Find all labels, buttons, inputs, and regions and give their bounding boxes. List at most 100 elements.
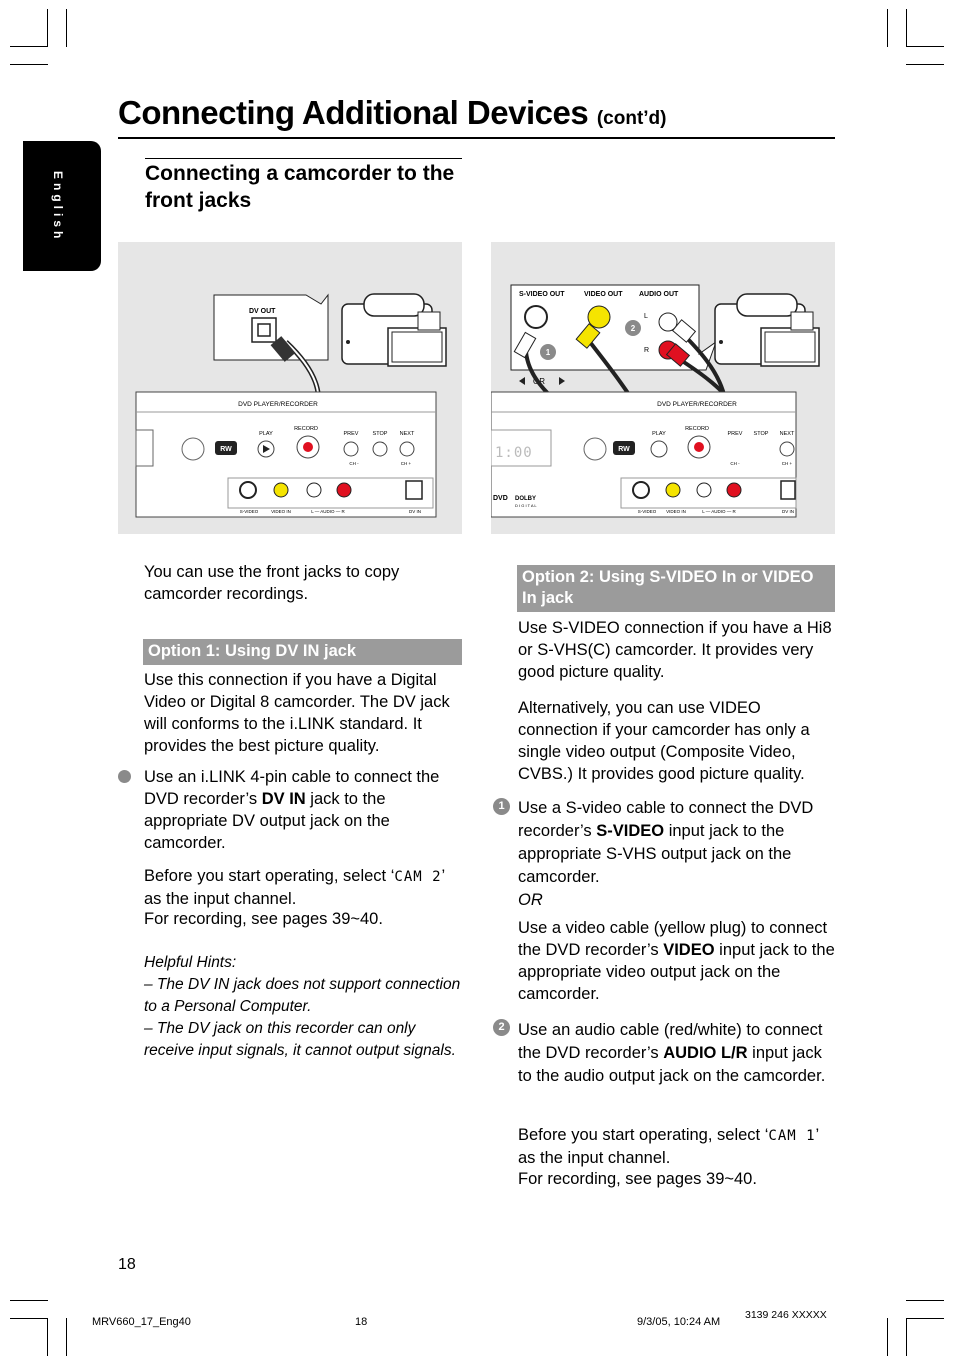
footer-code: 3139 246 XXXXX — [745, 1309, 827, 1321]
hints-title: Helpful Hints: — [144, 954, 237, 971]
section-title: Connecting a camcorder to the front jack… — [145, 162, 455, 212]
svideo-connection-illustration: S-VIDEO OUT VIDEO OUT AUDIO OUT L R 1 2 … — [490, 284, 820, 518]
option2-step2: Use an audio cable (red/white) to connec… — [518, 1019, 835, 1088]
dvd-logo: DVD — [493, 495, 508, 502]
crop-mark — [10, 1318, 48, 1319]
section-rule — [145, 158, 462, 159]
prev-label: PREV — [728, 431, 743, 437]
digital-label: D I G I T A L — [515, 503, 537, 508]
stop-label: STOP — [754, 431, 769, 437]
figure-dv-connection: DV OUT DVD PLAYER/RECORDER RW PLAY — [118, 242, 462, 534]
step-number-1: 1 — [493, 798, 510, 815]
step-text: Use an i.LINK 4-pin cable to connect the… — [144, 768, 440, 808]
option2-select-note: Before you start operating, select ‘CAM … — [518, 1124, 835, 1169]
page-title: Connecting Additional Devices (cont’d) — [118, 94, 667, 132]
channel-cam1: CAM 1 — [768, 1128, 816, 1144]
option1-body: Use this connection if you have a Digita… — [144, 671, 450, 755]
option1-banner: Option 1: Using DV IN jack — [143, 639, 462, 665]
dv-in-label: DV IN — [782, 509, 794, 514]
device-label: DVD PLAYER/RECORDER — [238, 401, 318, 408]
crop-mark — [47, 9, 48, 47]
crop-mark — [47, 1318, 48, 1356]
next-label: NEXT — [780, 431, 795, 437]
svideo-emphasis: S-VIDEO — [596, 822, 665, 840]
title-rule — [118, 137, 835, 139]
hint-item: – The DV jack on this recorder can only … — [144, 1020, 456, 1059]
crop-mark — [887, 9, 888, 47]
option1-select-note: Before you start operating, select ‘CAM … — [144, 865, 462, 910]
option2-p1: Use S-VIDEO connection if you have a Hi8… — [518, 619, 832, 681]
select-text: Before you start operating, select ‘ — [144, 867, 395, 885]
dvd-recorder-front-panel: DVD PLAYER/RECORDER RW PLAY RECORD PREV … — [135, 391, 437, 518]
dv-in-emphasis: DV IN — [261, 790, 306, 808]
step-text: input jack to the appropriate video outp… — [518, 941, 835, 1003]
language-tab: English — [23, 141, 101, 271]
next-label: NEXT — [400, 431, 415, 437]
play-label: PLAY — [652, 431, 666, 437]
crop-mark — [887, 1318, 888, 1356]
dv-out-label: DV OUT — [249, 308, 276, 315]
crop-mark — [10, 46, 48, 47]
audio-out-label: AUDIO OUT — [639, 291, 679, 298]
option1-recording-ref: For recording, see pages 39~40. — [144, 910, 383, 928]
svideo-out-label: S-VIDEO OUT — [519, 291, 565, 298]
crop-mark — [906, 1318, 907, 1356]
camcorder-icon — [714, 293, 820, 367]
crop-mark — [906, 9, 907, 47]
crop-mark — [66, 9, 67, 47]
rw-logo: RW — [618, 446, 630, 453]
svideo-label: S-VIDEO — [240, 509, 259, 514]
play-label: PLAY — [259, 431, 273, 437]
step2-marker: 2 — [631, 324, 636, 333]
crop-mark — [906, 64, 944, 65]
crop-mark — [906, 46, 944, 47]
video-in-label: VIDEO IN — [271, 509, 291, 514]
page-number: 18 — [118, 1256, 136, 1273]
display-segments: 1:00 — [495, 445, 533, 461]
dv-out-port — [251, 317, 277, 343]
dvd-recorder-front-panel: DVD PLAYER/RECORDER 1:00 RW PLAY RECORD … — [490, 391, 797, 518]
dv-in-label: DV IN — [409, 509, 421, 514]
option2-p2: Alternatively, you can use VIDEO connect… — [518, 699, 810, 783]
bullet-icon — [118, 770, 131, 783]
audio-lr-emphasis: AUDIO L/R — [663, 1044, 748, 1062]
title-text: Connecting Additional Devices — [118, 94, 589, 131]
select-text: ’ as the input channel. — [518, 1126, 819, 1167]
footer-page: 18 — [355, 1316, 368, 1328]
step-text: Use an audio cable (red/white) to connec… — [518, 1021, 823, 1062]
footer-file: MRV660_17_Eng40 — [92, 1316, 191, 1328]
l-label: L — [644, 313, 648, 320]
crop-mark — [66, 1318, 67, 1356]
select-text: Before you start operating, select ‘ — [518, 1126, 769, 1144]
video-in-label: VIDEO IN — [666, 509, 686, 514]
option2-step1-alt: Use a video cable (yellow plug) to conne… — [518, 917, 835, 1005]
step-text: input jack to the appropriate S-VHS outp… — [518, 822, 792, 886]
step-text: Use a video cable (yellow plug) to conne… — [518, 919, 828, 959]
ch-plus-label: CH + — [782, 461, 793, 466]
rw-logo: RW — [220, 446, 232, 453]
crop-mark — [906, 1318, 944, 1319]
ch-minus-label: CH - — [730, 461, 740, 466]
ch-minus-label: CH - — [349, 461, 359, 466]
title-suffix: (cont’d) — [596, 108, 667, 129]
step-text: input jack to the audio output jack on t… — [518, 1044, 826, 1085]
crop-mark — [10, 1300, 48, 1301]
audio-out-l-port — [658, 312, 678, 332]
figure-svideo-connection: S-VIDEO OUT VIDEO OUT AUDIO OUT L R 1 2 … — [490, 242, 835, 534]
video-out-port — [587, 305, 611, 329]
option2-recording-ref: For recording, see pages 39~40. — [518, 1170, 757, 1188]
step1-marker: 1 — [546, 348, 551, 357]
option2-banner: Option 2: Using S-VIDEO In or VIDEO In j… — [517, 565, 835, 612]
stop-label: STOP — [373, 431, 388, 437]
language-tab-label: English — [51, 171, 65, 243]
crop-mark — [10, 64, 48, 65]
step-text: Use a S-video cable to connect the DVD r… — [518, 799, 814, 840]
record-label: RECORD — [685, 426, 709, 432]
hint-item: – The DV IN jack does not support connec… — [144, 976, 461, 1015]
audio-lr-label: L — AUDIO — R — [311, 509, 345, 514]
option2-step1: Use a S-video cable to connect the DVD r… — [518, 797, 835, 912]
step-number-2: 2 — [493, 1019, 510, 1036]
select-text: ’ as the input channel. — [144, 867, 445, 908]
helpful-hints: Helpful Hints: – The DV IN jack does not… — [144, 952, 462, 1062]
audio-lr-label: L — AUDIO — R — [702, 509, 736, 514]
